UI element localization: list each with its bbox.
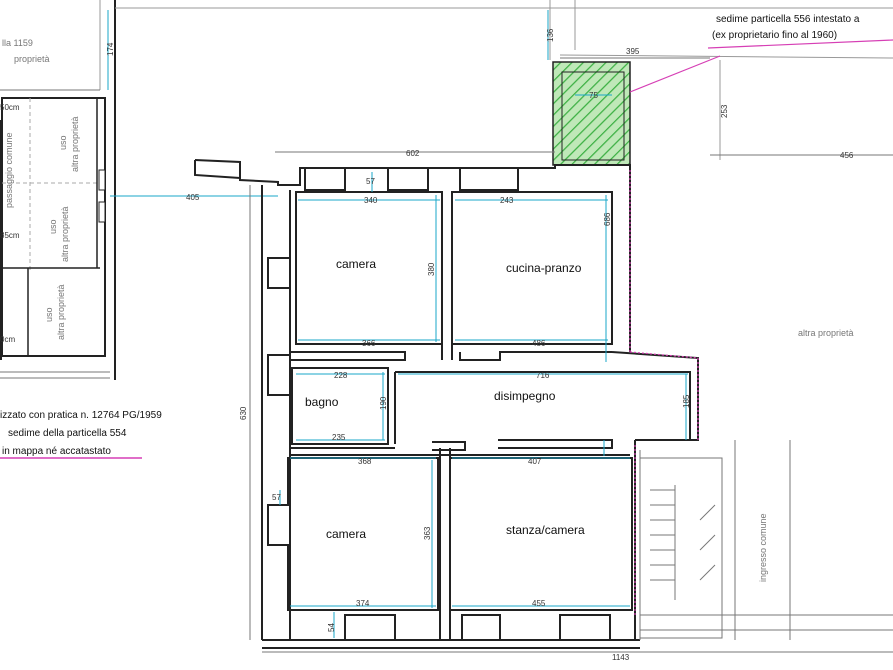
left-neighbour-block [0, 0, 116, 380]
dim-54: 54 [327, 623, 336, 632]
room-disimpegno: disimpegno [494, 389, 556, 403]
dim-486: 486 [532, 339, 546, 348]
top-boundary-lines [115, 0, 893, 160]
dim-716: 716 [536, 371, 550, 380]
left-dimension-cm1: 50cm [0, 103, 20, 112]
dim-174: 174 [106, 42, 115, 56]
room-cucina-pranzo: cucina-pranzo [506, 261, 582, 275]
dim-405: 405 [186, 193, 200, 202]
left-other-property-label-1: altra proprietà [70, 116, 80, 172]
left-use-label-3: uso [44, 307, 54, 322]
dim-253: 253 [720, 104, 729, 118]
pratica-note-line1: izzato con pratica n. 12764 PG/1959 [0, 410, 162, 421]
label-altra-proprieta: altra proprietà [798, 328, 854, 338]
dim-190: 190 [379, 396, 388, 410]
left-parcel-label: lla 1159 [2, 38, 33, 48]
left-owner-label: proprietà [14, 54, 50, 64]
left-other-property-label-2: altra proprietà [60, 206, 70, 262]
dimension-lines [279, 172, 688, 638]
hatched-parcel-556 [552, 61, 631, 166]
dim-57-left: 57 [272, 493, 281, 502]
room-camera-bottom: camera [326, 527, 366, 541]
room-stanza-camera: stanza/camera [506, 523, 585, 537]
stair-block [639, 440, 893, 640]
dim-630: 630 [239, 406, 248, 420]
left-other-property-label-3: altra proprietà [56, 284, 66, 340]
dim-363: 363 [423, 526, 432, 540]
dim-235: 235 [332, 433, 346, 442]
dim-136: 136 [546, 28, 555, 42]
leader-line [629, 55, 721, 93]
outer-dimension-lines [249, 185, 893, 653]
dim-602: 602 [406, 149, 420, 158]
dim-455: 455 [532, 599, 546, 608]
dim-456: 456 [840, 151, 854, 160]
dim-228: 228 [334, 371, 348, 380]
dim-366: 366 [362, 339, 376, 348]
dim-395: 395 [626, 47, 640, 56]
sedime-note-line1: sedime particella 556 intestato a [716, 14, 860, 25]
left-use-label-2: uso [48, 219, 58, 234]
dim-243: 243 [500, 196, 514, 205]
property-boundary [629, 170, 699, 615]
label-ingresso-comune: ingresso comune [758, 513, 768, 582]
dim-407: 407 [528, 457, 542, 466]
dim-374: 374 [356, 599, 370, 608]
dim-185: 185 [682, 394, 691, 408]
dim-1143: 1143 [612, 653, 630, 662]
left-passage-label: passaggio comune [4, 132, 14, 208]
room-camera-top: camera [336, 257, 376, 271]
apartment-walls [194, 159, 699, 649]
pratica-note-line3: in mappa né accatastato [2, 446, 111, 457]
pratica-note-line2: sedime della particella 554 [8, 428, 127, 439]
dim-75: 75 [589, 91, 598, 100]
dim-340: 340 [364, 196, 378, 205]
dim-368: 368 [358, 457, 372, 466]
left-dimension-cm3: 0cm [0, 335, 15, 344]
room-bagno: bagno [305, 395, 339, 409]
left-dimension-cm2: 85cm [0, 231, 20, 240]
dim-686: 686 [603, 212, 612, 226]
sedime-note-line2: (ex proprietario fino al 1960) [712, 30, 837, 41]
dim-57-top: 57 [366, 177, 375, 186]
left-use-label-1: uso [58, 135, 68, 150]
dim-380: 380 [427, 262, 436, 276]
